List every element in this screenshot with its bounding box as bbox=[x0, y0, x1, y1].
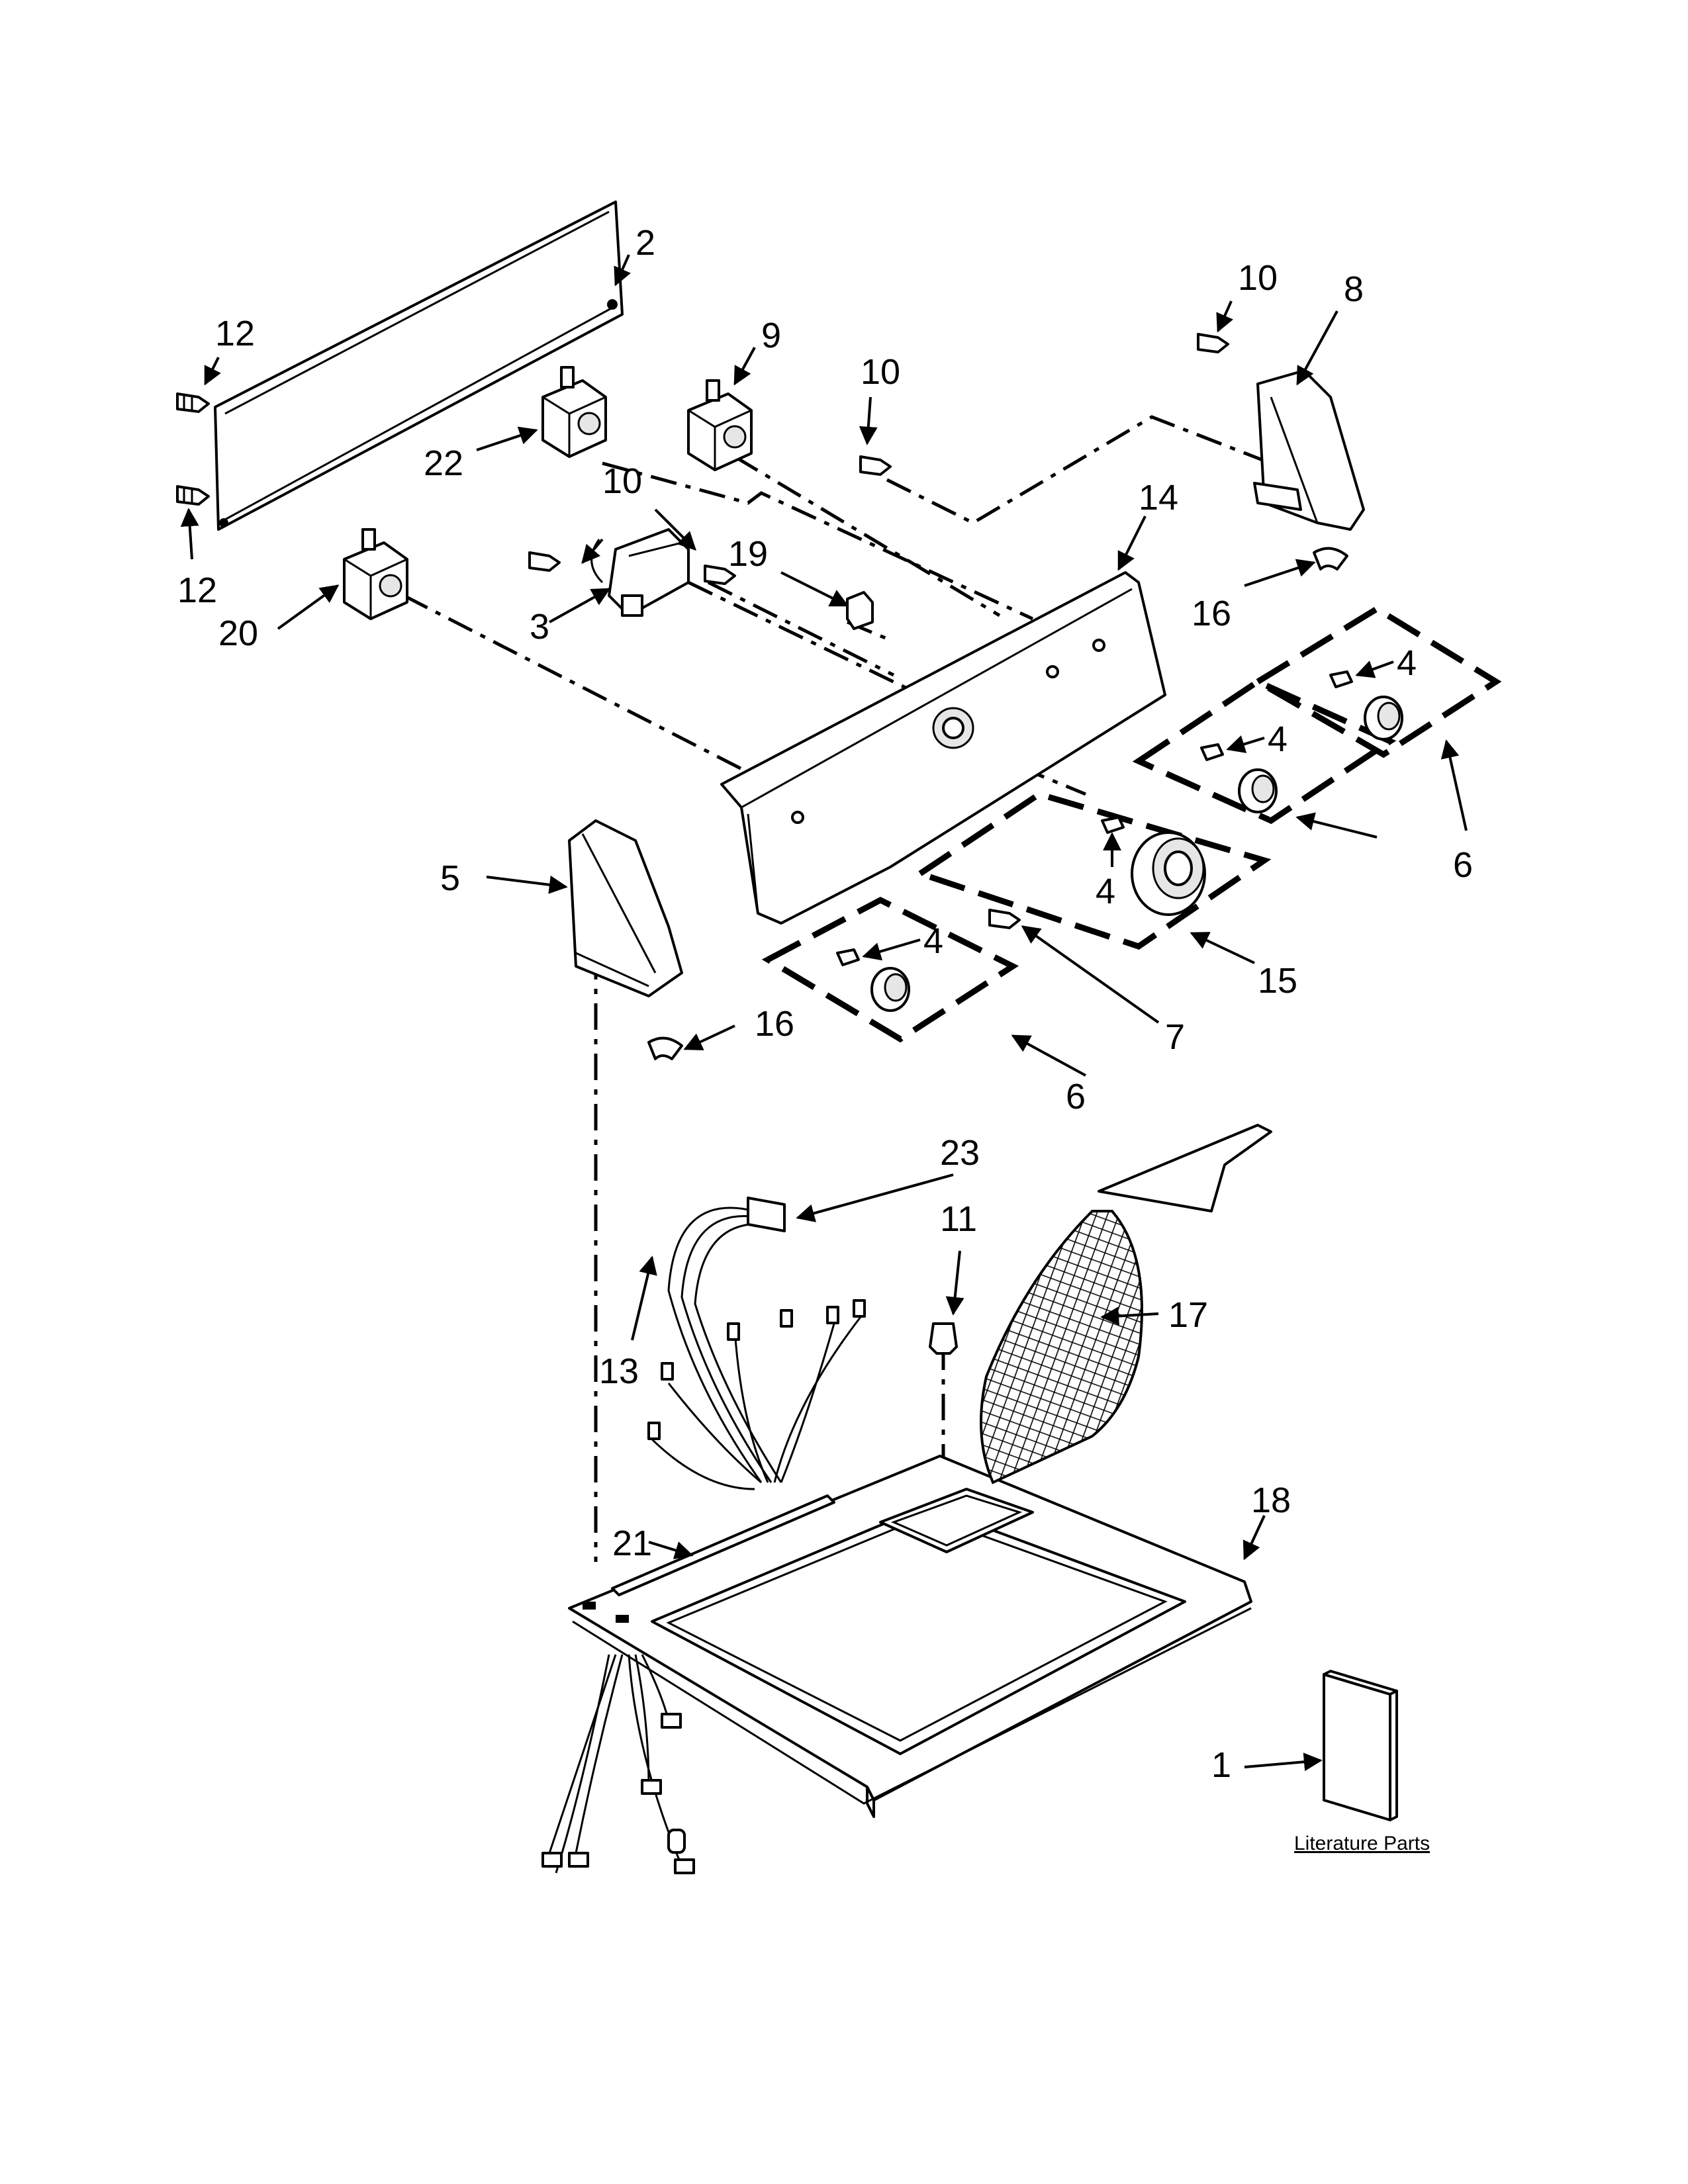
callout-2: 2 bbox=[635, 223, 655, 263]
callout-4-c: 4 bbox=[1096, 872, 1115, 911]
callout-5: 5 bbox=[440, 858, 460, 898]
wire-harness-lower bbox=[541, 1654, 695, 1874]
knob-small-2 bbox=[1238, 768, 1278, 813]
callout-7: 7 bbox=[1165, 1017, 1185, 1057]
callout-3: 3 bbox=[530, 607, 549, 647]
callout-8: 8 bbox=[1344, 269, 1364, 309]
insert-4b bbox=[1200, 743, 1224, 761]
end-cap-5 bbox=[568, 819, 683, 997]
knob-boxes bbox=[761, 605, 1502, 1043]
switch-3 bbox=[590, 528, 690, 617]
console-14 bbox=[720, 571, 1166, 925]
callout-16-left: 16 bbox=[755, 1004, 794, 1044]
switch-9 bbox=[687, 379, 753, 471]
callout-12-top: 12 bbox=[215, 314, 255, 353]
wire-harness-13 bbox=[647, 1197, 866, 1490]
insert-4c bbox=[1101, 816, 1125, 834]
knob-small-1 bbox=[1364, 696, 1403, 741]
callout-15: 15 bbox=[1258, 961, 1297, 1001]
callout-4-b: 4 bbox=[1268, 719, 1288, 759]
clip-16-right bbox=[1313, 547, 1348, 570]
callout-10-right: 10 bbox=[1238, 258, 1278, 298]
callout-18: 18 bbox=[1251, 1480, 1291, 1520]
callout-6-left: 6 bbox=[1066, 1077, 1086, 1116]
insert-4a bbox=[1329, 670, 1353, 688]
knob-small-3 bbox=[870, 967, 910, 1012]
screw-12-bottom bbox=[176, 485, 210, 506]
callout-20: 20 bbox=[218, 614, 258, 653]
callout-4-d: 4 bbox=[923, 921, 943, 961]
screw-7 bbox=[988, 909, 1021, 929]
rear-panel bbox=[214, 201, 624, 531]
callout-4-a: 4 bbox=[1397, 643, 1417, 683]
callout-21: 21 bbox=[612, 1524, 652, 1563]
literature-parts-caption: Literature Parts bbox=[1294, 1833, 1430, 1854]
callout-14: 14 bbox=[1139, 478, 1178, 518]
top-panel-18 bbox=[568, 1455, 1252, 1818]
callout-12-bottom: 12 bbox=[177, 570, 217, 610]
callout-10-left: 10 bbox=[602, 461, 642, 501]
strip-21 bbox=[611, 1494, 835, 1596]
screw-11 bbox=[929, 1322, 958, 1355]
end-cap-8 bbox=[1253, 369, 1365, 531]
switch-20 bbox=[343, 528, 408, 620]
insert-4d bbox=[836, 948, 860, 966]
screw-10-mid bbox=[704, 565, 736, 585]
switch-22 bbox=[541, 366, 607, 458]
screw-10-center bbox=[859, 455, 892, 476]
leader-arrows bbox=[180, 254, 1468, 1772]
screw-12-top bbox=[176, 392, 210, 413]
callout-22: 22 bbox=[424, 443, 463, 483]
callout-19: 19 bbox=[728, 534, 768, 574]
callout-6-right: 6 bbox=[1453, 845, 1473, 885]
callout-10-center: 10 bbox=[861, 352, 900, 392]
callout-labels: 2 12 12 22 9 10 10 8 14 16 10 19 3 20 4 … bbox=[177, 223, 1473, 1854]
callout-13: 13 bbox=[599, 1351, 639, 1391]
callout-17: 17 bbox=[1168, 1295, 1208, 1335]
callout-11: 11 bbox=[940, 1199, 977, 1239]
knob-15-large bbox=[1131, 831, 1206, 916]
clip-16-left bbox=[647, 1036, 683, 1060]
clip-19 bbox=[846, 591, 874, 630]
literature-1 bbox=[1323, 1670, 1398, 1821]
callout-1: 1 bbox=[1211, 1745, 1231, 1785]
callout-9: 9 bbox=[761, 316, 781, 355]
lint-screen-17 bbox=[980, 1124, 1272, 1484]
screw-10-left bbox=[528, 551, 561, 572]
screw-10-right bbox=[1197, 333, 1229, 353]
callout-23: 23 bbox=[940, 1133, 980, 1173]
callout-16-right: 16 bbox=[1192, 594, 1231, 633]
